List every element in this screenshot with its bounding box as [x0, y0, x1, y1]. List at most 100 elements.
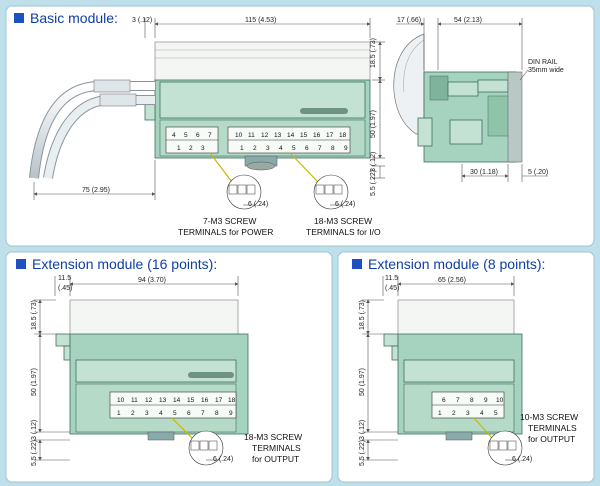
terminal-label: 4 — [172, 132, 176, 139]
terminal-label: 15 — [187, 397, 195, 404]
terminal-label: 2 — [131, 410, 135, 417]
terminal-label: 11 — [248, 132, 255, 139]
terminal-label: 1 — [117, 410, 121, 417]
ext8-screw-detail: 6 (.24) — [473, 417, 532, 466]
ext8-dim-11-5: 11.5 — [385, 275, 398, 282]
terminal-label: 5 — [494, 410, 498, 417]
terminal-label: 7 — [456, 397, 460, 404]
terminal-label: 1 — [240, 145, 244, 152]
ext8-label-2: TERMINALS — [528, 423, 577, 433]
ext8-dim-65: 65 (2.56) — [438, 277, 466, 284]
terminal-label: 1 — [177, 145, 181, 152]
terminal-label: 3 — [201, 145, 205, 152]
ext16-dim-6: 6 (.24) — [213, 456, 233, 463]
basic-dim-18-5: 18.5 (.73) — [370, 38, 377, 68]
terminal-label: 9 — [344, 145, 348, 152]
terminal-label: 10 — [496, 397, 504, 404]
ext16-label-1: 18-M3 SCREW — [244, 432, 302, 442]
terminal-label: 8 — [331, 145, 335, 152]
terminal-label: 7 — [208, 132, 212, 139]
terminal-label: 6 — [442, 397, 446, 404]
terminal-label: 6 — [196, 132, 200, 139]
ext16-dim-94: 94 (3.70) — [138, 277, 166, 284]
terminal-label: 6 — [187, 410, 191, 417]
terminal-label: 16 — [313, 132, 321, 139]
ext8-dim-50: 50 (1.97) — [359, 368, 366, 396]
terminal-label: 6 — [305, 145, 309, 152]
basic-dim-6-b: 6 (.24) — [335, 201, 355, 208]
ext8-dim-45: (.45) — [385, 285, 399, 292]
ext16-module-body — [55, 299, 249, 441]
ext16-dim-45: (.45) — [58, 285, 72, 292]
terminal-label: 11 — [131, 397, 138, 404]
ext16-label-3: for OUTPUT — [252, 454, 299, 464]
io-terminals-label-1: 18-M3 SCREW — [314, 216, 372, 226]
basic-power-terminal-block: 4 5 6 7 1 2 3 — [165, 126, 219, 154]
basic-dim-3: 3 (.12) — [132, 17, 152, 24]
terminal-label: 9 — [484, 397, 488, 404]
ext16-dim-18-5: 18.5 (.73) — [31, 300, 38, 330]
terminal-label: 5 — [292, 145, 296, 152]
basic-dim-3b: 3 (.12) — [370, 152, 377, 172]
ext8-title-bullet — [352, 259, 362, 269]
terminal-label: 16 — [201, 397, 209, 404]
ext16-terminal-block: 10 11 12 13 14 15 16 17 18 1 2 3 4 5 6 7… — [109, 391, 237, 419]
terminal-label: 17 — [215, 397, 223, 404]
din-rail-label-1: DIN RAIL — [528, 59, 558, 66]
terminal-label: 2 — [452, 410, 456, 417]
side-dim-5: 5 (.20) — [528, 169, 548, 176]
terminal-label: 3 — [266, 145, 270, 152]
terminal-label: 18 — [339, 132, 347, 139]
basic-io-terminal-block: 10 11 12 13 14 15 16 17 18 1 2 3 4 5 6 7… — [227, 126, 351, 154]
din-rail-label-2: 35mm wide — [528, 67, 564, 74]
basic-dim-6-a: 6 (.24) — [248, 201, 268, 208]
ext8-dim-18-5: 18.5 (.73) — [359, 300, 366, 330]
terminal-label: 18 — [228, 397, 236, 404]
ext16-dim-50: 50 (1.97) — [31, 368, 38, 396]
terminal-label: 5 — [173, 410, 177, 417]
terminal-label: 12 — [261, 132, 269, 139]
basic-title-bullet — [14, 13, 24, 23]
terminal-label: 3 — [145, 410, 149, 417]
terminal-label: 10 — [117, 397, 125, 404]
ext16-dim-5-5: 5.5 (.22) — [31, 440, 38, 466]
ext8-title: Extension module (8 points): — [368, 256, 545, 272]
basic-dim-50: 50 (1.97) — [370, 110, 377, 138]
terminal-label: 13 — [274, 132, 282, 139]
terminal-label: 7 — [201, 410, 205, 417]
basic-module-side-view — [393, 33, 523, 163]
terminal-label: 15 — [300, 132, 308, 139]
terminal-label: 17 — [326, 132, 334, 139]
basic-dim-5-5: 5.5 (.22) — [370, 170, 377, 196]
ext16-title-bullet — [16, 259, 26, 269]
ext8-dim-6: 6 (.24) — [512, 456, 532, 463]
ext8-terminal-block: 6 7 8 9 10 1 2 3 4 5 — [431, 391, 505, 419]
ext8-dim-5-5: 5.5 (.22) — [359, 440, 366, 466]
basic-dim-75: 75 (2.95) — [82, 187, 110, 194]
ext16-dim-3: 3 (.12) — [31, 420, 38, 440]
ext8-label-3: for OUTPUT — [528, 434, 575, 444]
terminal-label: 14 — [287, 132, 295, 139]
terminal-label: 9 — [229, 410, 233, 417]
terminal-label: 8 — [215, 410, 219, 417]
terminal-label: 13 — [159, 397, 167, 404]
side-dim-54: 54 (2.13) — [454, 17, 482, 24]
ext16-label-2: TERMINALS — [252, 443, 301, 453]
ext16-dim-11-5: 11.5 — [58, 275, 71, 282]
terminal-label: 2 — [253, 145, 257, 152]
terminal-label: 12 — [145, 397, 153, 404]
ext16-title: Extension module (16 points): — [32, 256, 217, 272]
side-dim-30: 30 (1.18) — [470, 169, 498, 176]
terminal-label: 4 — [279, 145, 283, 152]
basic-cables — [29, 79, 155, 179]
power-terminals-label-2: TERMINALS for POWER — [178, 227, 273, 237]
io-terminals-label-2: TERMINALS for I/O — [306, 227, 381, 237]
basic-module-title: Basic module: — [30, 10, 118, 26]
basic-screw-detail-power: 6 (.24) — [209, 152, 268, 210]
terminal-label: 7 — [318, 145, 322, 152]
terminal-label: 5 — [184, 132, 188, 139]
terminal-label: 3 — [466, 410, 470, 417]
ext8-label-1: 10-M3 SCREW — [520, 412, 578, 422]
terminal-label: 4 — [159, 410, 163, 417]
